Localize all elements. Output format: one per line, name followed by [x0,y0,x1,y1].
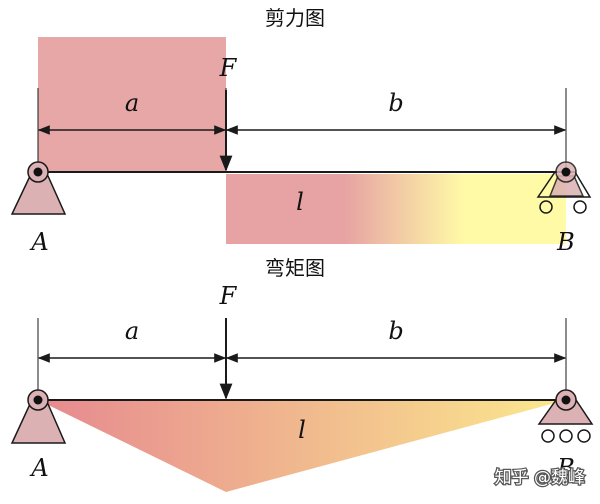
shear-support-b-label: B [556,228,575,256]
shear-support-a-label: A [29,228,48,256]
shear-negative-region [226,174,566,244]
moment-force-label: F [219,282,238,310]
moment-support-a-label: A [29,454,48,482]
moment-length-label: l [298,416,306,444]
moment-segment-a-label: a [125,317,139,345]
moment-support-a [10,389,67,444]
shear-support-a [10,161,67,215]
moment-support-b-label: B [556,454,575,482]
moment-title: 弯矩图 [265,256,325,280]
watermark-text: 知乎 @魏峰 [495,468,585,488]
shear-segment-a-label: a [125,89,139,117]
shear-force-label: F [219,54,238,82]
moment-diagram: 弯矩图 F a b l A [10,256,594,492]
shear-length-label: l [296,188,304,216]
shear-segment-b-label: b [388,89,403,117]
moment-region [38,400,566,492]
shear-title: 剪力图 [265,6,325,30]
watermark: 知乎 @魏峰 [493,467,586,490]
moment-support-b [537,389,594,443]
moment-segment-b-label: b [388,317,403,345]
shear-diagram: 剪力图 F a b l [10,6,592,256]
shear-support-b [536,161,592,214]
shear-positive-region [38,37,226,171]
